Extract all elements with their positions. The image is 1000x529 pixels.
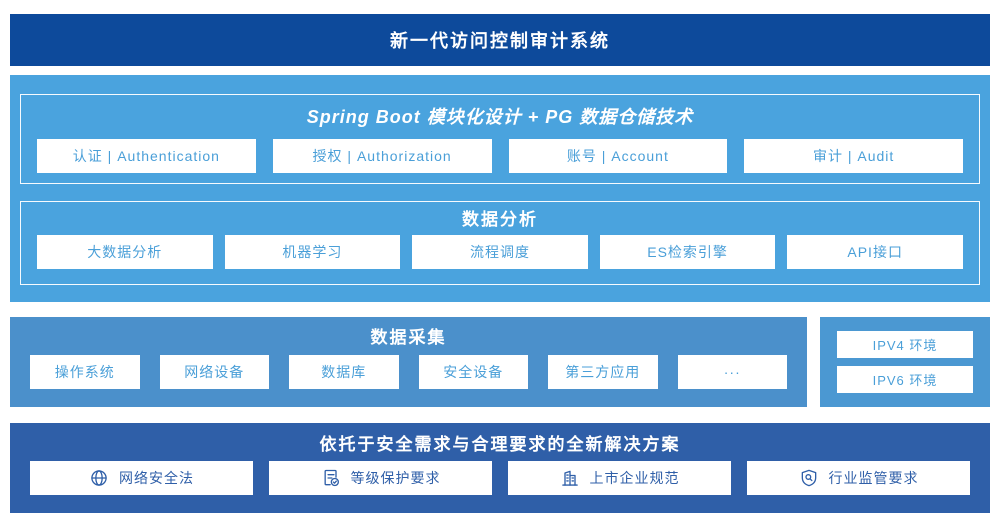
module-audit: 审计 | Audit (744, 139, 963, 173)
solution-item-label: 上市企业规范 (589, 470, 680, 486)
solution-row: 网络安全法 等级保护要求 (30, 461, 970, 495)
globe-icon (89, 468, 109, 488)
solution-listed-company: 上市企业规范 (508, 461, 731, 495)
analysis-machine-learning: 机器学习 (224, 235, 401, 269)
solution-item-label: 行业监管要求 (828, 470, 919, 486)
analysis-es-search: ES检索引擎 (599, 235, 776, 269)
env-ipv6: IPV6 环境 (837, 366, 973, 393)
page-title-banner: 新一代访问控制审计系统 (10, 14, 990, 66)
collection-band: 数据采集 操作系统 网络设备 数据库 安全设备 第三方应用 ··· IPV4 环… (10, 317, 990, 407)
collect-network-device: 网络设备 (159, 355, 269, 389)
analysis-workflow: 流程调度 (412, 235, 588, 269)
data-analysis-title: 数据分析 (462, 210, 538, 229)
architecture-diagram: 新一代访问控制审计系统 Spring Boot 模块化设计 + PG 数据仓储技… (10, 14, 990, 513)
analysis-bigdata: 大数据分析 (37, 235, 213, 269)
collect-thirdparty-app: 第三方应用 (548, 355, 658, 389)
solution-network-security-law: 网络安全法 (30, 461, 253, 495)
springboot-box: Spring Boot 模块化设计 + PG 数据仓储技术 认证 | Authe… (20, 94, 980, 184)
env-ipv4: IPV4 环境 (837, 331, 973, 358)
shield-search-icon (799, 468, 819, 488)
solution-section: 依托于安全需求与合理要求的全新解决方案 网络安全法 (10, 423, 990, 513)
data-collection-title: 数据采集 (370, 328, 447, 347)
solution-title: 依托于安全需求与合理要求的全新解决方案 (319, 435, 681, 454)
solution-industry-regulation: 行业监管要求 (747, 461, 970, 495)
springboot-title: Spring Boot 模块化设计 + PG 数据仓储技术 (306, 107, 694, 127)
module-authentication: 认证 | Authentication (37, 139, 256, 173)
module-authorization: 授权 | Authorization (272, 139, 492, 173)
document-check-icon (321, 468, 341, 488)
building-icon (560, 468, 580, 488)
solution-classified-protection: 等级保护要求 (269, 461, 492, 495)
collection-row: 操作系统 网络设备 数据库 安全设备 第三方应用 ··· (30, 355, 787, 389)
module-account: 账号 | Account (508, 139, 728, 173)
collect-security-device: 安全设备 (418, 355, 528, 389)
collect-more-ellipsis: ··· (677, 355, 787, 389)
solution-item-label: 等级保护要求 (350, 470, 441, 486)
solution-item-label: 网络安全法 (119, 470, 194, 486)
collect-os: 操作系统 (30, 355, 140, 389)
analysis-api: API接口 (787, 235, 963, 269)
analysis-row: 大数据分析 机器学习 流程调度 ES检索引擎 API接口 (37, 235, 963, 269)
module-row: 认证 | Authentication 授权 | Authorization 账… (37, 139, 963, 173)
collect-database: 数据库 (289, 355, 399, 389)
data-analysis-box: 数据分析 大数据分析 机器学习 流程调度 ES检索引擎 API接口 (20, 201, 980, 285)
data-collection-section: 数据采集 操作系统 网络设备 数据库 安全设备 第三方应用 ··· (10, 317, 807, 407)
platform-section: Spring Boot 模块化设计 + PG 数据仓储技术 认证 | Authe… (10, 75, 990, 302)
environment-panel: IPV4 环境 IPV6 环境 (820, 317, 990, 407)
page-title: 新一代访问控制审计系统 (390, 31, 610, 51)
